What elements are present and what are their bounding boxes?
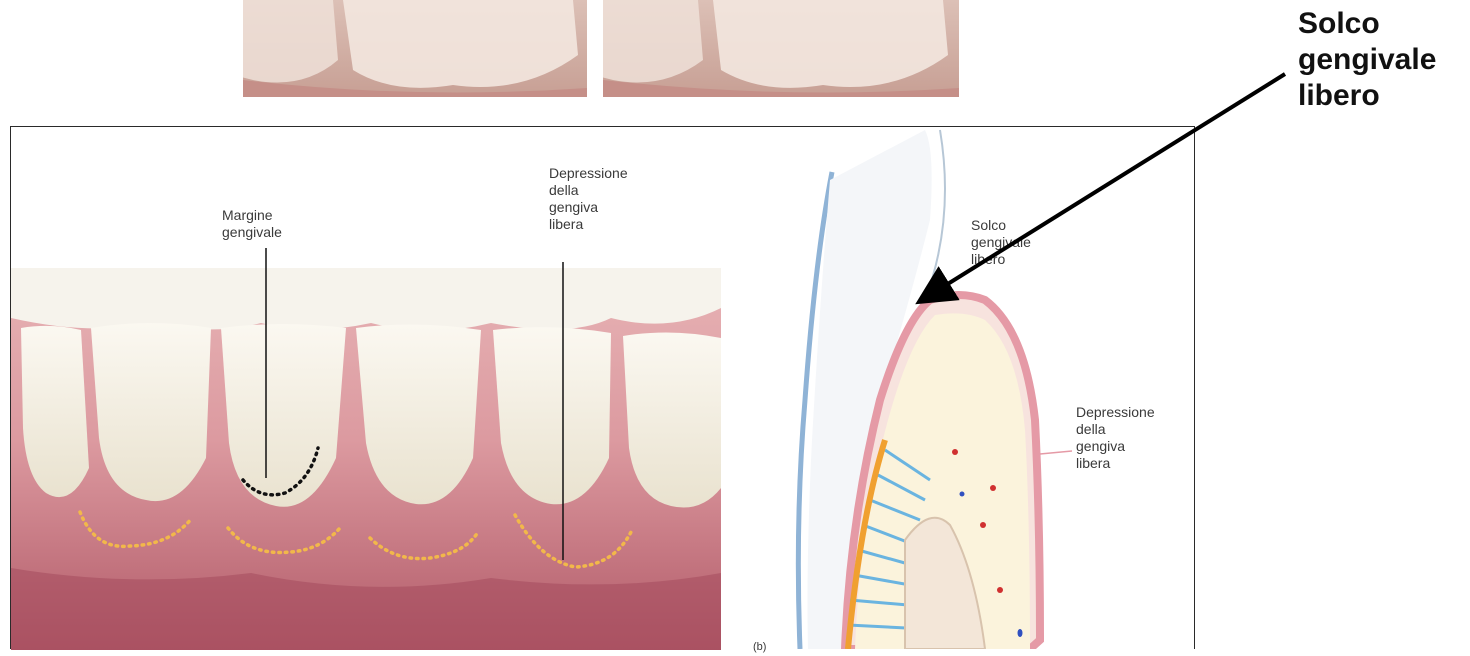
tooth-gum-diagram <box>798 130 1072 649</box>
dotted-depression-curve-2 <box>228 528 340 553</box>
callout-arrow <box>922 74 1285 300</box>
dotted-margin-curve <box>243 448 318 495</box>
dotted-depression-curve-4 <box>515 515 632 567</box>
dotted-depression-curve-1 <box>80 512 192 546</box>
dotted-depression-curve-3 <box>370 532 478 559</box>
